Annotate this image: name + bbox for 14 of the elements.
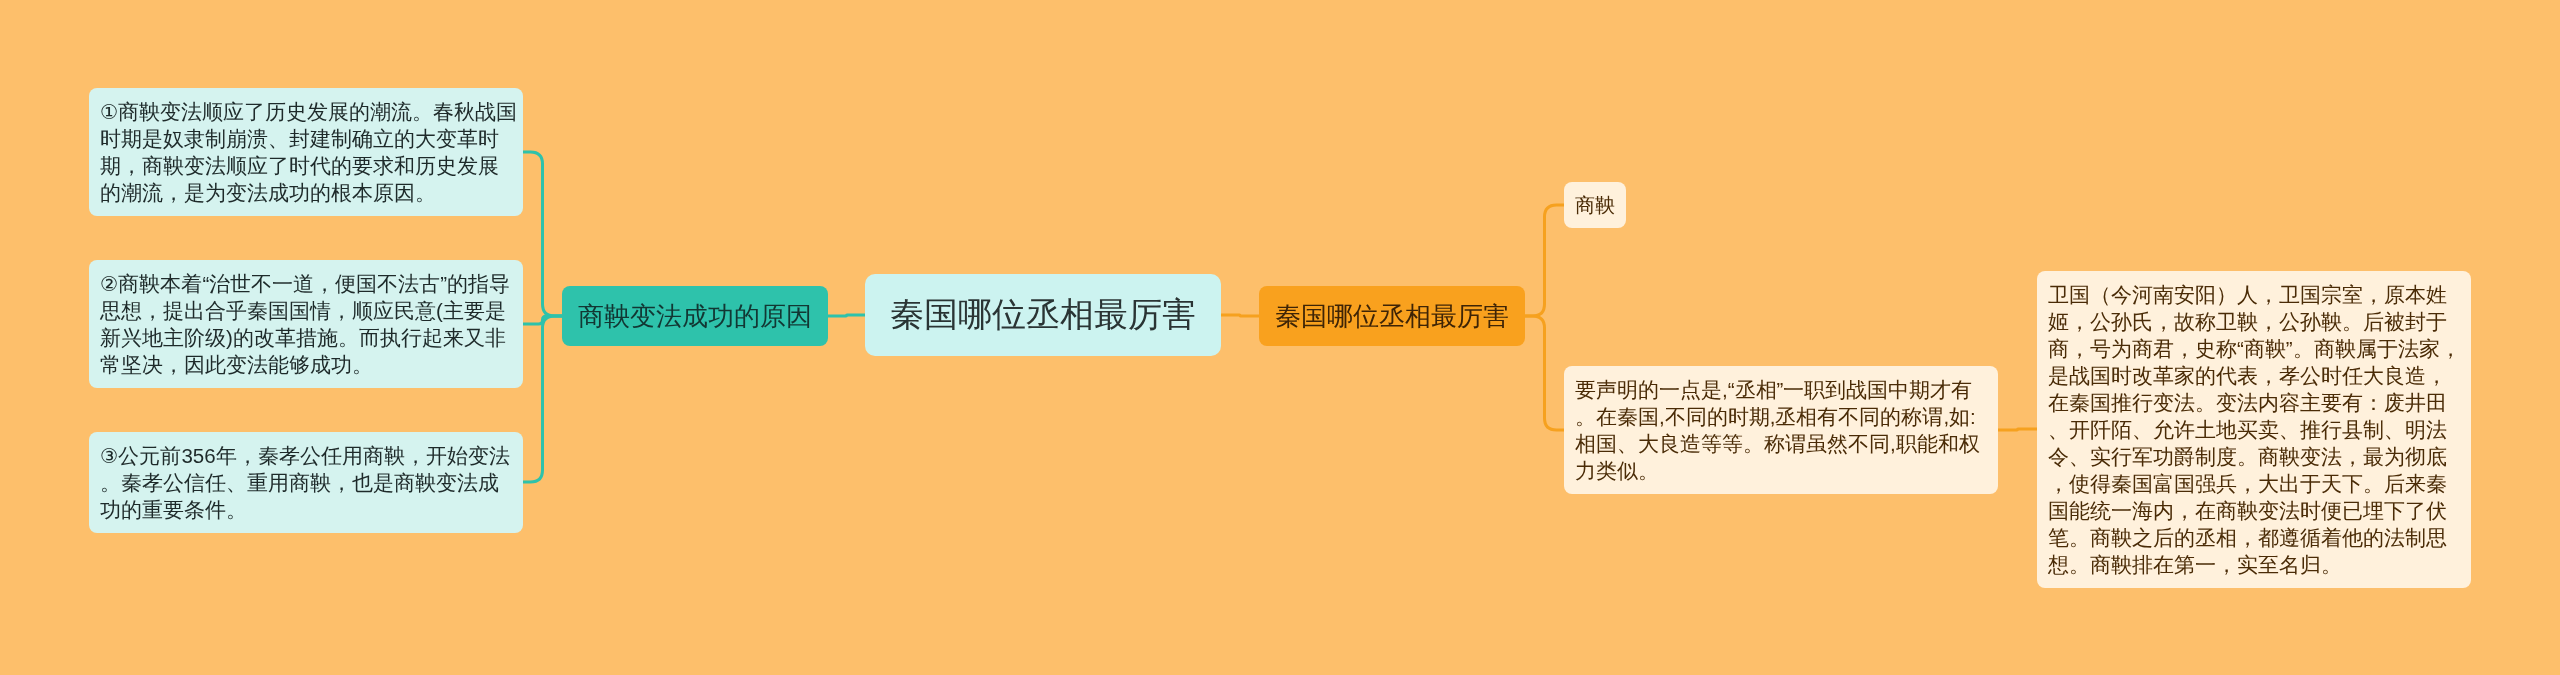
- subtopic-box: ①商鞅变法顺应了历史发展的潮流。春秋战国时期是奴隶制崩溃、封建制确立的大变革时期，商鞅变法顺应了时代的要求和历史发展的潮流，是为变法成功的根本原因。: [89, 88, 523, 216]
- subtopic-box: 商鞅: [1564, 182, 1626, 228]
- subtopic-box: 要声明的一点是,“丞相”一职到战国中期才有。在秦国,不同的时期,丞相有不同的称谓,如:相国、大良造等等。称谓虽然不同,职能和权力类似。: [1564, 366, 1998, 494]
- subtopic-box: 卫国（今河南安阳）人，卫国宗室，原本姓姬，公孙氏，故称卫鞅，公孙鞅。后被封于商，号为商君，史称“商鞅”。商鞅属于法家，是战国时改革家的代表，孝公时任大良造，在秦国推行变法。变法内容主要有：废井田、开阡陌、允许土地买卖、推行县制、明法令、实行军功爵制度。商鞅变法，最为彻底，使得秦国富国强兵，大出于天下。后来秦国能统一海内，在商鞅变法时便已埋下了伏笔。商鞅之后的丞相，都遵循着他的法制思想。商鞅排在第一，实至名归。: [2037, 270, 2471, 588]
- connector-line: [1525, 314, 1564, 432]
- central-topic-box: 秦国哪位丞相最厉害: [865, 274, 1221, 356]
- connector-line: [1221, 313, 1259, 318]
- subtopic-box: ②商鞅本着“治世不一道，便国不法古”的指导思想，提出合乎秦国国情，顺应民意(主要是新兴地主阶级)的改革措施。而执行起来又非常坚决，因此变法能够成功。: [89, 260, 523, 388]
- branch-topic-box: 商鞅变法成功的原因: [562, 286, 828, 346]
- branch-topic-box: 秦国哪位丞相最厉害: [1259, 286, 1525, 346]
- connector-line: [523, 314, 562, 484]
- connector-line: [828, 313, 865, 318]
- connector-line: [1998, 427, 2037, 432]
- subtopic-box: ③公元前356年，秦孝公任用商鞅，开始变法。秦孝公信任、重用商鞅，也是商鞅变法成功的重要条件。: [89, 431, 523, 533]
